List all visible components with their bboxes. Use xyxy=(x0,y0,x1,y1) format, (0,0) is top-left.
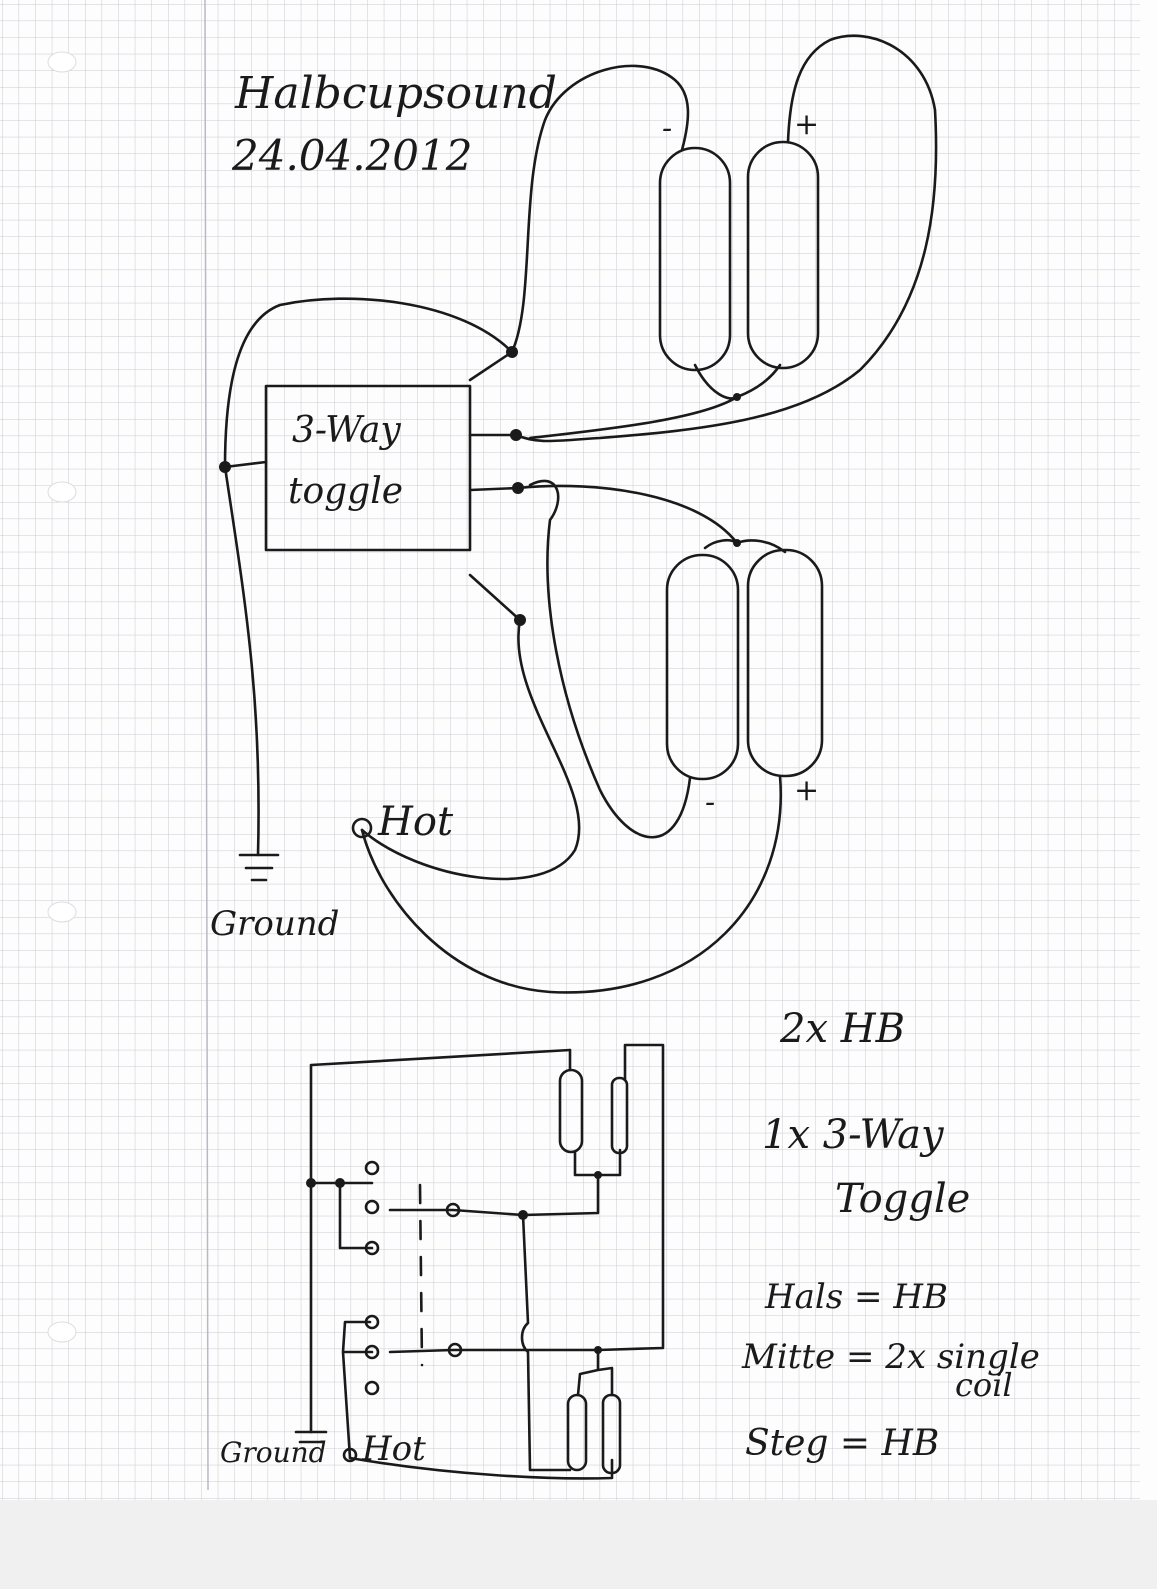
note-line-4: Hals = HB xyxy=(764,1277,948,1317)
lower-ground-symbol-icon xyxy=(294,1430,328,1444)
lower-neck-coil-2 xyxy=(610,1076,629,1155)
lower-schematic: Ground Hot xyxy=(220,1043,665,1480)
ground-label: Ground xyxy=(210,904,339,944)
grid-background xyxy=(0,0,1140,1500)
note-line-3: Toggle xyxy=(835,1176,970,1222)
note-line-6: coil xyxy=(955,1366,1013,1404)
note-line-1: 2x HB xyxy=(779,1006,905,1052)
neck-coil-2 xyxy=(746,140,820,370)
neck-coil-1 xyxy=(658,146,732,372)
solder-joints xyxy=(219,346,741,626)
hot-label: Hot xyxy=(377,799,454,845)
note-line-2: 1x 3-Way xyxy=(762,1112,945,1158)
lower-bridge-coil-2 xyxy=(601,1393,622,1475)
neck-minus: - xyxy=(662,111,672,146)
bridge-coil-1 xyxy=(665,553,740,781)
title-text: Halbcupsound xyxy=(234,68,557,119)
switch-terminals xyxy=(342,1160,463,1463)
lower-hot-label: Hot xyxy=(361,1429,426,1469)
bridge-minus: - xyxy=(705,785,715,820)
punch-holes xyxy=(47,51,77,1343)
bridge-coil-2 xyxy=(746,548,824,778)
toggle-label-2: toggle xyxy=(288,471,403,512)
scan-border xyxy=(0,1500,1157,1589)
three-way-toggle-box xyxy=(264,384,472,552)
note-line-7: Steg = HB xyxy=(745,1423,939,1464)
date-text: 24.04.2012 xyxy=(231,131,472,180)
bridge-plus: + xyxy=(794,773,819,808)
hot-output-icon xyxy=(351,817,373,839)
lower-bridge-coil-1 xyxy=(566,1393,588,1472)
lower-ground-label: Ground xyxy=(220,1436,327,1469)
ground-symbol-icon xyxy=(238,853,280,882)
toggle-label-1: 3-Way xyxy=(292,410,401,451)
note-line-5: Mitte = 2x single xyxy=(741,1337,1040,1377)
upper-wiring: 3-Way toggle - + - + Grou xyxy=(210,34,938,994)
lower-neck-coil-1 xyxy=(558,1068,584,1154)
neck-plus: + xyxy=(794,107,819,142)
margin-line xyxy=(204,0,209,1491)
notes: 2x HB 1x 3-Way Toggle Hals = HB Mitte = … xyxy=(741,1006,1040,1464)
